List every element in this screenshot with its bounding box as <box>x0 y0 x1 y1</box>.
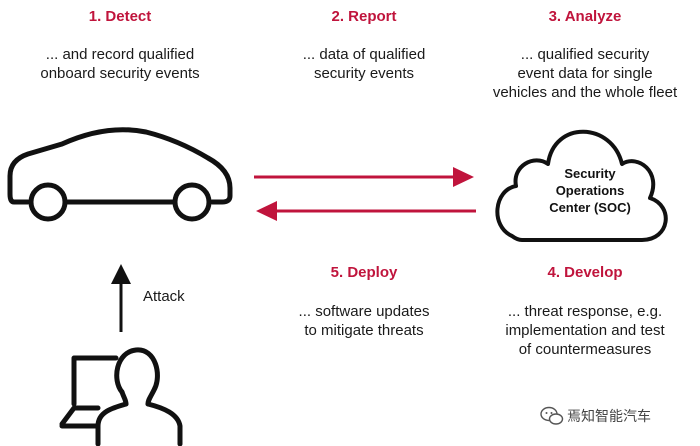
attack-arrow <box>111 264 131 332</box>
step-analyze-desc-line: ... qualified security <box>520 46 650 63</box>
soc-label: Security Operations Center (SOC) <box>530 165 650 216</box>
step-deploy-desc-line: to mitigate threats <box>304 322 424 339</box>
deploy-arrow-head <box>256 201 277 221</box>
soc-label-line: Security <box>564 166 616 181</box>
step-deploy-desc-line: ... software updates <box>298 303 430 320</box>
step-develop-description: ... threat response, e.g. implementation… <box>475 302 695 359</box>
cloud-icon <box>495 129 668 242</box>
step-deploy-title: 5. Deploy <box>330 264 398 281</box>
attack-label: Attack <box>143 288 185 305</box>
attacker-icon <box>59 347 183 446</box>
car-icon <box>7 127 233 222</box>
step-report-description: ... data of qualified security events <box>264 45 464 83</box>
report-deploy-arrows <box>254 167 476 221</box>
step-analyze-title: 3. Analyze <box>548 8 622 25</box>
soc-label-line: Operations <box>555 183 625 198</box>
step-detect-description: ... and record qualified onboard securit… <box>0 45 240 83</box>
step-detect-desc-line: ... and record qualified <box>45 46 195 63</box>
report-arrow-head <box>453 167 474 187</box>
step-develop-desc-line: ... threat response, e.g. <box>507 303 663 320</box>
step-analyze-desc-line: event data for single <box>517 65 653 82</box>
step-deploy-description: ... software updates to mitigate threats <box>264 302 464 340</box>
step-analyze-description: ... qualified security event data for si… <box>470 45 700 102</box>
step-develop-desc-line: implementation and test <box>505 322 665 339</box>
step-detect-title: 1. Detect <box>88 8 152 25</box>
step-develop-desc-line: of countermeasures <box>518 341 652 358</box>
step-report-title: 2. Report <box>331 8 397 25</box>
step-detect-desc-line: onboard security events <box>40 65 200 82</box>
wechat-icon <box>540 406 564 425</box>
step-develop-title: 4. Develop <box>547 264 623 281</box>
step-report-desc-line: ... data of qualified <box>302 46 426 63</box>
step-report-desc-line: security events <box>313 65 415 82</box>
watermark-text: 焉知智能汽车 <box>567 408 651 424</box>
soc-label-line: Center (SOC) <box>549 200 631 215</box>
step-analyze-desc-line: vehicles and the whole fleet <box>492 84 678 101</box>
